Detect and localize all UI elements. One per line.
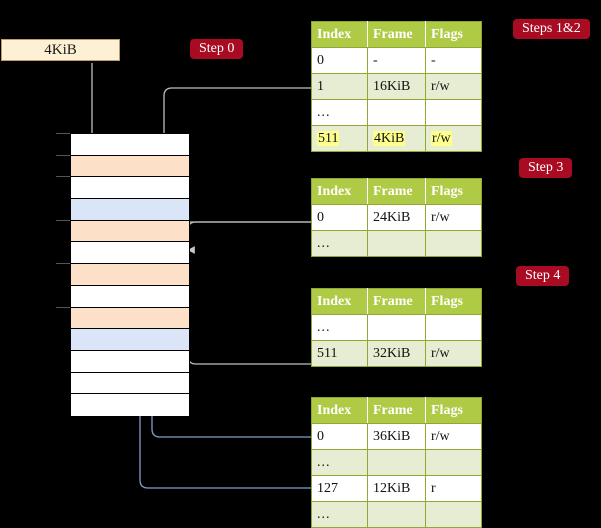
cell-frame: 12KiB	[367, 475, 426, 502]
cell-index: 511	[311, 340, 368, 367]
cell-flags: -	[425, 47, 482, 74]
column-header-flags: Flags	[425, 178, 482, 205]
table-row: 0--	[311, 47, 482, 74]
memory-row-3	[71, 199, 189, 221]
memory-row-8	[71, 307, 189, 330]
column-header-index: Index	[311, 21, 368, 48]
cell-index: ...	[311, 501, 368, 528]
column-header-flags: Flags	[425, 21, 482, 48]
column-header-frame: Frame	[367, 397, 426, 424]
cell-index: 0	[311, 204, 368, 231]
column-header-frame: Frame	[367, 288, 426, 315]
cell-flags	[425, 449, 482, 476]
cell-index: ...	[311, 449, 368, 476]
cell-frame	[367, 230, 426, 257]
cell-index: ...	[311, 314, 368, 341]
table-row: ...	[311, 449, 482, 476]
memory-tick-4	[56, 219, 70, 221]
cell-frame: 16KiB	[367, 73, 426, 100]
cell-flags	[425, 230, 482, 257]
memory-row-5	[71, 242, 189, 265]
memory-row-11	[71, 372, 189, 395]
memory-row-6	[71, 264, 189, 286]
memory-tick-6	[56, 263, 70, 265]
memory-row-2	[71, 177, 189, 200]
column-header-flags: Flags	[425, 288, 482, 315]
wire-pt2-to-mem	[181, 318, 311, 365]
cell-flags: r	[425, 475, 482, 502]
cell-frame: 24KiB	[367, 204, 426, 231]
cell-flags	[425, 99, 482, 126]
cell-frame	[367, 99, 426, 126]
memory-row-12	[71, 394, 189, 416]
memory-row-10	[71, 350, 189, 373]
cell-flags: r/w	[425, 73, 482, 100]
table-row: ...	[311, 501, 482, 528]
memory-row-7	[71, 285, 189, 308]
memory-tick-1	[56, 154, 70, 156]
badge-steps-1-and-2: Steps 1&2	[513, 19, 590, 39]
column-header-frame: Frame	[367, 178, 426, 205]
cell-flags	[425, 314, 482, 341]
cell-frame: 4KiB	[367, 125, 426, 152]
column-header-frame: Frame	[367, 21, 426, 48]
cell-frame: 32KiB	[367, 340, 426, 367]
wire-mem-to-pt3	[179, 143, 311, 223]
source-frame-box: 4KiB	[1, 39, 120, 61]
cell-flags: r/w	[425, 423, 482, 450]
cell-index: 0	[311, 423, 368, 450]
cell-frame	[367, 501, 426, 528]
cell-index: 1	[311, 73, 368, 100]
memory-row-4	[71, 220, 189, 243]
column-header-index: Index	[311, 397, 368, 424]
memory-tick-8	[56, 306, 70, 308]
memory-tick-0	[56, 133, 70, 134]
memory-tick-2	[56, 176, 70, 178]
cell-index: 511	[311, 125, 368, 152]
badge-step-0: Step 0	[190, 39, 244, 59]
column-header-flags: Flags	[425, 397, 482, 424]
column-header-index: Index	[311, 178, 368, 205]
cell-index: ...	[311, 230, 368, 257]
cell-flags	[425, 501, 482, 528]
table-row: ...	[311, 230, 482, 257]
cell-frame: 36KiB	[367, 423, 426, 450]
cell-flags: r/w	[425, 204, 482, 231]
memory-row-9	[71, 329, 189, 351]
badge-step-4: Step 4	[516, 266, 570, 286]
physical-memory-column	[70, 133, 190, 416]
cell-index: 127	[311, 475, 368, 502]
cell-frame	[367, 449, 426, 476]
cell-flags: r/w	[425, 125, 482, 152]
wire-pt3-to-mem	[187, 221, 311, 254]
badge-step-3: Step 3	[519, 158, 573, 178]
column-header-index: Index	[311, 288, 368, 315]
cell-frame	[367, 314, 426, 341]
cell-index: 0	[311, 47, 368, 74]
cell-frame: -	[367, 47, 426, 74]
cell-index: ...	[311, 99, 368, 126]
memory-row-0	[71, 134, 189, 156]
table-row: ...	[311, 99, 482, 126]
memory-row-1	[71, 155, 189, 178]
table-row: ...	[311, 314, 482, 341]
cell-flags: r/w	[425, 340, 482, 367]
